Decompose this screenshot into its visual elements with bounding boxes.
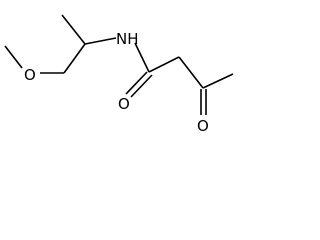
bond-ch-ch2 xyxy=(63,43,86,74)
double-bond-amide-co-b xyxy=(130,74,153,98)
bond-ether-o-methyl xyxy=(4,45,23,69)
bond-amide-c-ch2 xyxy=(148,56,180,73)
bond-ketone-c-methyl xyxy=(202,73,234,89)
atom-label-nitrogen: NH xyxy=(116,30,139,48)
atom-label-ether-oxygen: O xyxy=(24,66,36,84)
bond-ch-nh xyxy=(84,37,117,45)
structural-formula: NH O O O xyxy=(4,14,234,135)
bond-ch2-ketone-c xyxy=(178,56,204,89)
bond-nh-amide-c xyxy=(134,42,150,73)
bond-methyl-ch xyxy=(61,14,86,45)
double-bond-amide-co-a xyxy=(125,71,148,95)
atom-label-amide-oxygen: O xyxy=(118,95,130,113)
atom-label-ketone-oxygen: O xyxy=(197,117,209,135)
